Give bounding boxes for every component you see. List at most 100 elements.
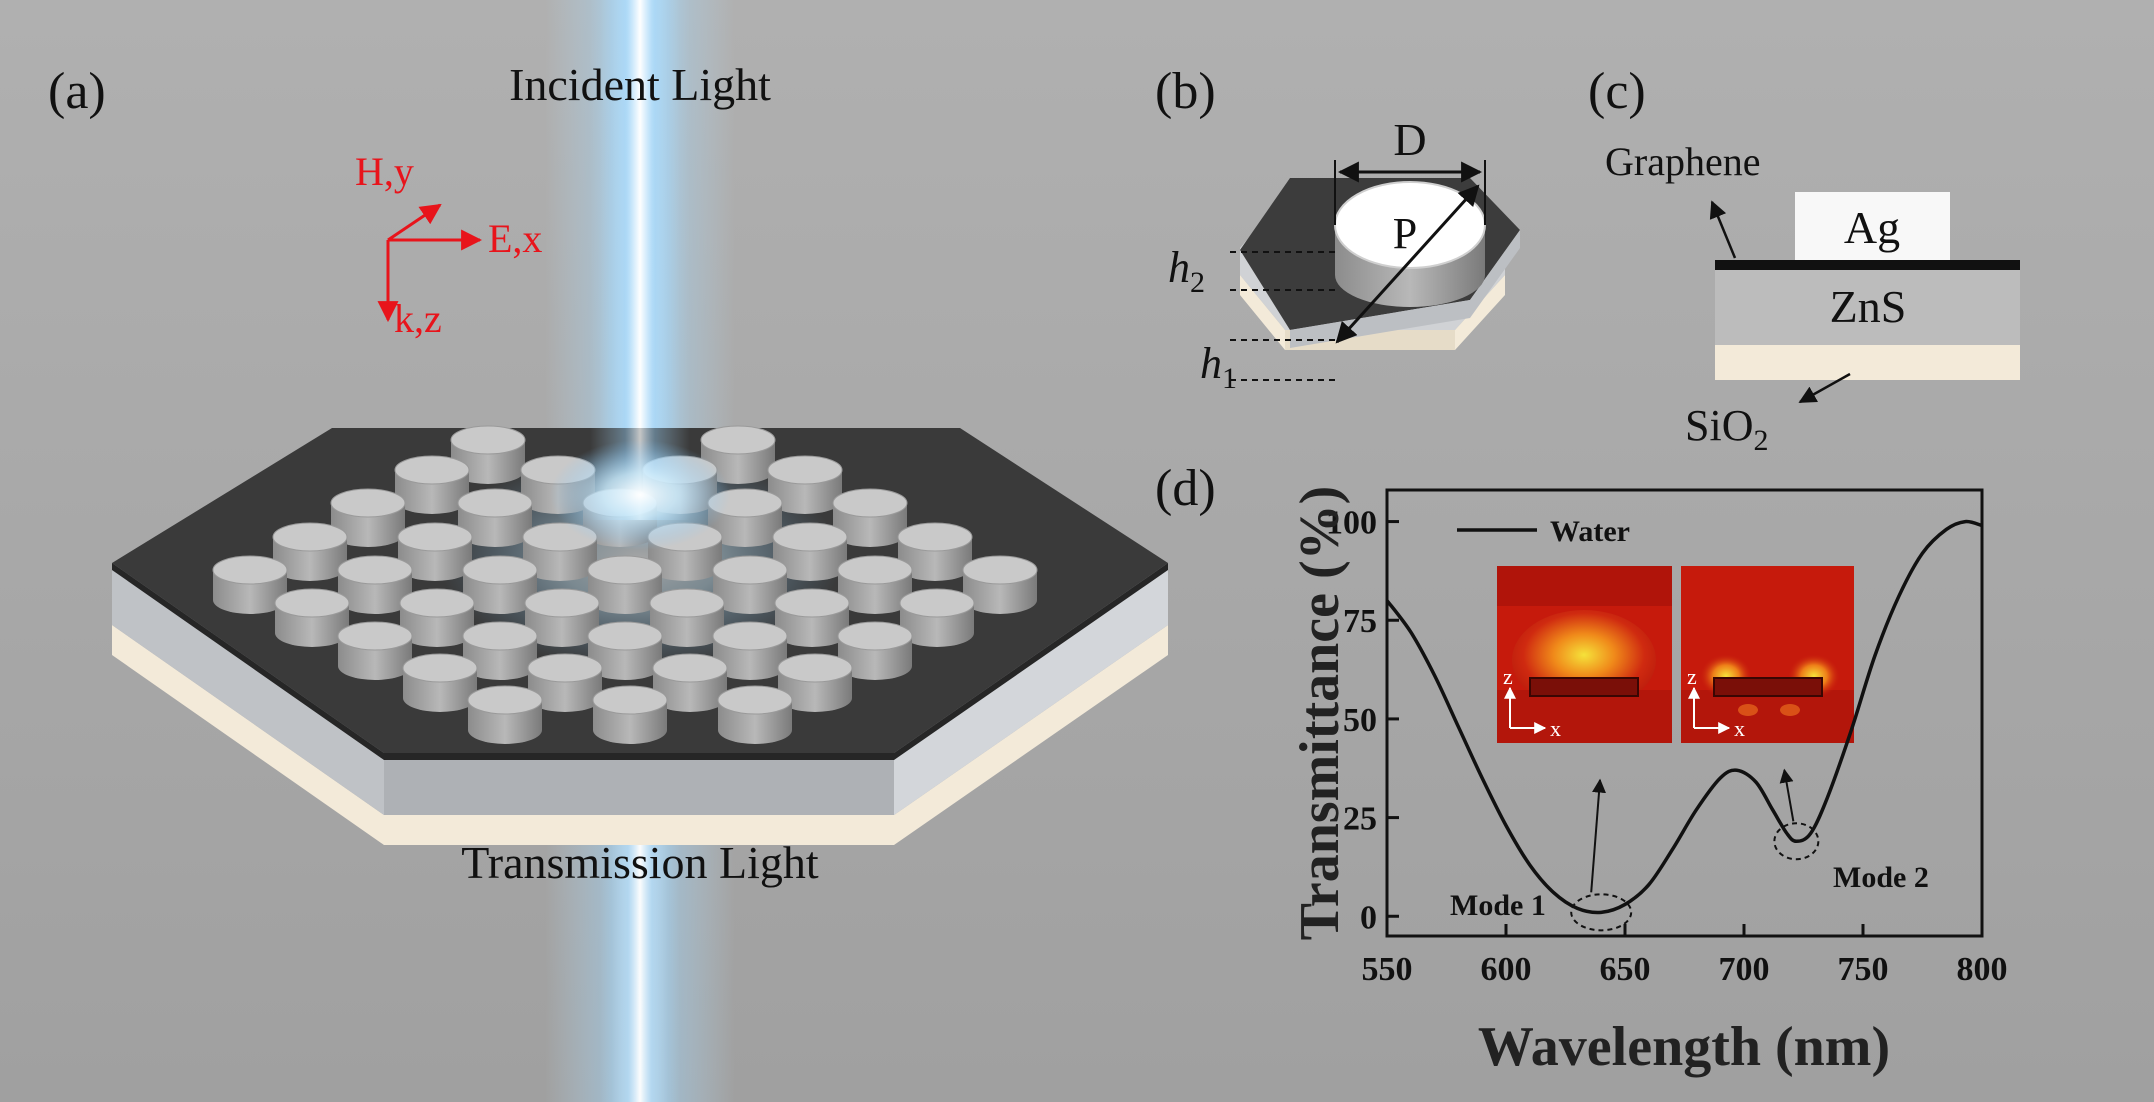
inset1-substrate	[1497, 690, 1672, 743]
y-tick-label: 0	[1360, 899, 1377, 936]
nanodisk-top	[399, 588, 475, 618]
panel-b-label: (b)	[1155, 63, 1216, 120]
nanodisk-top	[649, 588, 725, 618]
mode1-marker-ellipse	[1570, 893, 1633, 932]
graphene-pointer-arrow	[1709, 200, 1737, 259]
h1-label: h1	[1200, 339, 1237, 395]
graphene-layer	[1715, 260, 2020, 270]
incident-light-label: Incident Light	[509, 59, 771, 110]
field-inset-mode2: z x	[1681, 566, 1854, 743]
nanodisk-top	[587, 555, 663, 585]
nanodisk-top	[462, 621, 538, 651]
nanodisk	[899, 588, 975, 647]
nanodisk	[837, 555, 913, 614]
nanodisk	[774, 588, 850, 647]
legend-label-water: Water	[1550, 515, 1630, 548]
panel-c-label: (c)	[1588, 63, 1646, 120]
nanodisk-top	[337, 555, 413, 585]
nanodisk-top	[462, 555, 538, 585]
inset2-hotspot-small-left	[1738, 704, 1758, 716]
sio2-pointer-arrow	[1798, 372, 1851, 404]
y-axis-title: Transmittance (%)	[1289, 486, 1351, 941]
nanodisk	[962, 555, 1038, 614]
nanodisk-top	[899, 588, 975, 618]
nanodisk-top	[467, 685, 543, 715]
nanodisk-top	[272, 522, 348, 552]
h-axis-arrow	[387, 203, 442, 242]
inset1-disk	[1529, 677, 1639, 697]
mode1-label: Mode 1	[1450, 889, 1546, 922]
nanodisk	[467, 685, 543, 744]
nanodisk	[777, 653, 853, 712]
sio2-label: SiO2	[1685, 401, 1768, 457]
nanodisk	[837, 621, 913, 680]
nanodisk	[527, 653, 603, 712]
nanodisk	[330, 488, 406, 547]
nanodisk-top	[717, 685, 793, 715]
nanodisk-top	[337, 621, 413, 651]
p-label: P	[1393, 209, 1417, 258]
nanodisk-top	[402, 653, 478, 683]
nanodisk	[767, 455, 843, 514]
mode2-label: Mode 2	[1833, 861, 1929, 894]
zns-right-face	[894, 563, 1168, 815]
nanodisk-top	[774, 588, 850, 618]
d-label: D	[1393, 114, 1426, 165]
x-tick-label: 800	[1957, 951, 2008, 988]
nanodisk	[832, 488, 908, 547]
nanodisk	[337, 621, 413, 680]
e-axis-label: E,x	[488, 216, 542, 261]
nanodisk	[462, 621, 538, 680]
h2-label: h2	[1168, 243, 1205, 299]
inset2-hotspot-small-right	[1780, 704, 1800, 716]
x-tick-label: 550	[1362, 951, 1413, 988]
zns-layer	[1715, 270, 2020, 345]
nanodisk	[212, 555, 288, 614]
nanodisk	[712, 555, 788, 614]
nanodisk	[652, 653, 728, 712]
nanodisk	[397, 522, 473, 581]
nanodisk-top	[837, 555, 913, 585]
series-line-water	[1385, 519, 1983, 915]
panel-d-label: (d)	[1155, 460, 1216, 517]
nanodisk-top	[274, 588, 350, 618]
nanodisk-top	[330, 488, 406, 518]
nanodisk-top	[394, 455, 470, 485]
mode1-pointer-arrow	[1590, 778, 1606, 893]
inset2-substrate	[1681, 690, 1854, 743]
nanodisk	[717, 685, 793, 744]
y-tick-label: 50	[1343, 702, 1377, 739]
nanodisk	[712, 621, 788, 680]
x-tick-label: 750	[1838, 951, 1889, 988]
nanodisk-top	[524, 588, 600, 618]
inset1-z-label: z	[1503, 664, 1513, 689]
axis-ticks	[1385, 520, 1984, 936]
field-inset-mode1: z x	[1497, 566, 1672, 743]
nanodisk-top	[767, 455, 843, 485]
inset1-top-band	[1497, 566, 1672, 606]
zns-front-face	[384, 753, 894, 815]
nanodisk	[274, 588, 350, 647]
ag-layer	[1795, 192, 1950, 260]
nanodisk	[402, 653, 478, 712]
inset2-disk	[1713, 677, 1823, 697]
p-dimension-arrow	[1335, 184, 1480, 344]
nanodisk-top	[837, 621, 913, 651]
nanodisk-top	[457, 488, 533, 518]
nanodisk	[462, 555, 538, 614]
graphene-label: Graphene	[1605, 139, 1760, 184]
inset2-z-label: z	[1687, 664, 1697, 689]
x-tick-label: 600	[1481, 951, 1532, 988]
panel-a: (a) Incident Light Transmission Light H,…	[48, 0, 1168, 1102]
x-tick-label: 700	[1719, 951, 1770, 988]
inset2-x-label: x	[1734, 716, 1745, 741]
nanodisk-top	[587, 621, 663, 651]
transmission-light-label: Transmission Light	[461, 837, 819, 888]
nanodisk	[592, 685, 668, 744]
nanodisk	[649, 588, 725, 647]
y-tick-label: 25	[1343, 801, 1377, 838]
y-tick-label: 100	[1326, 505, 1377, 542]
inset1-x-label: x	[1550, 716, 1561, 741]
